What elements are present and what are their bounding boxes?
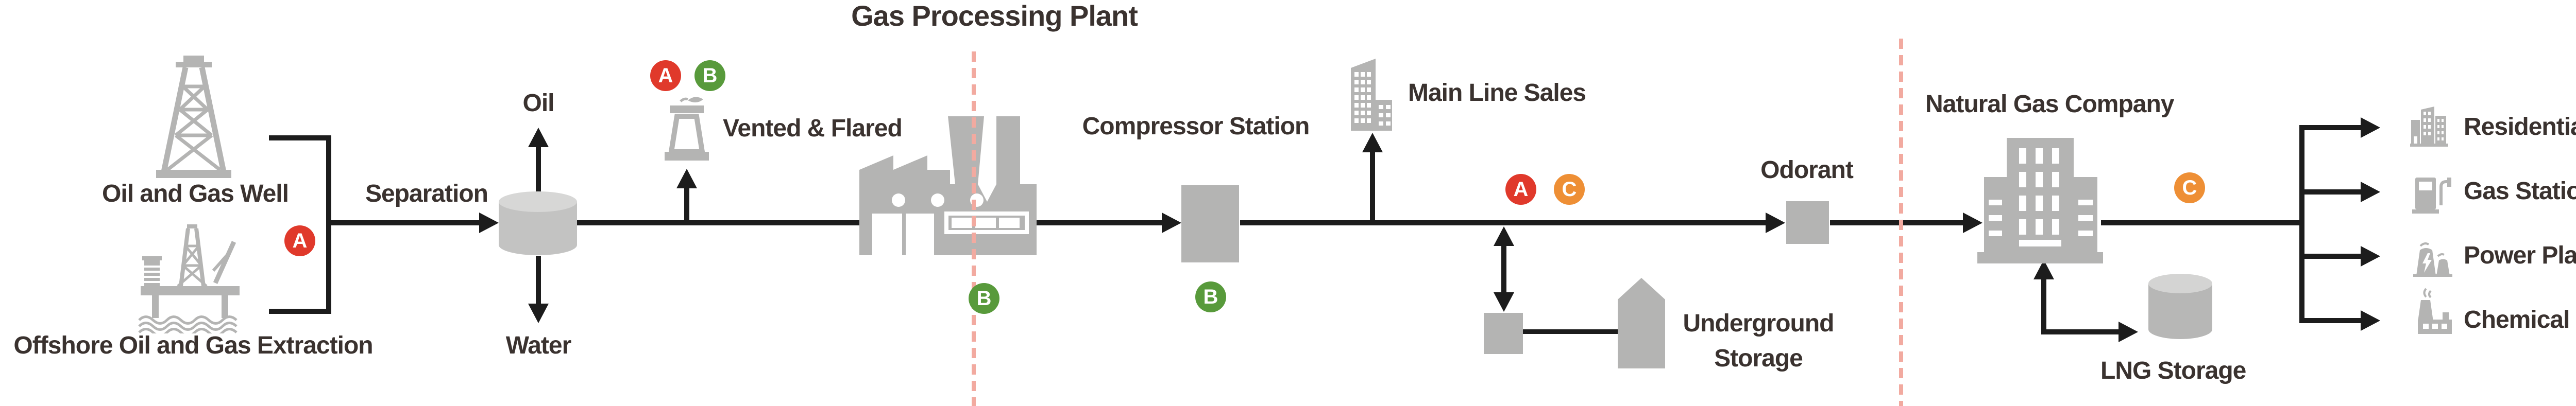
offshore-rig-icon [138,221,249,333]
oil-derrick-icon [156,56,231,178]
branch-line-chemical [2302,318,2361,323]
underground-storage-icon [1618,278,1665,368]
arrowhead-chemical [2361,310,2380,331]
label-underground-line2: Storage [1714,345,1803,372]
label-oil-gas-well: Oil and Gas Well [102,180,289,207]
storage-connector-line [1523,329,1619,334]
lng-tank-icon [2148,273,2212,340]
branch-line-power-plant [2302,254,2361,259]
flow-line-to-company [1830,220,1963,225]
company-boundary-dashed-line [1899,39,1903,406]
label-power-plant: Power Plant [2464,241,2576,269]
label-residential-areas: Residential Areas [2464,113,2576,140]
label-separation: Separation [365,180,488,207]
label-compressor-station: Compressor Station [1082,112,1310,140]
label-lng-storage: LNG Storage [2100,357,2246,384]
flow-line-to-separator [329,220,479,225]
compressor-station-icon [1181,185,1239,262]
branch-vertical [2299,125,2304,323]
oil-arrowhead [528,128,549,147]
water-arrowhead [528,304,549,323]
badge-b-compressor: B [1195,281,1226,312]
badge-a-pipeline: A [1505,174,1536,205]
badge-b-vented: B [694,60,725,91]
main-line-sales-arrowhead [1362,133,1383,152]
label-odorant: Odorant [1760,156,1854,184]
arrowhead-to-company [1963,213,1982,233]
lng-right-arrowhead [2119,322,2138,342]
vent-arrow-line [684,186,689,220]
arrowhead-to-compressor [1162,213,1181,233]
flare-tower-icon [661,94,713,163]
label-gas-station: Gas Station [2464,177,2576,205]
gas-processing-plant-icon [859,116,1037,255]
plant-boundary-dashed-line [972,51,976,406]
odorant-box-icon [1786,201,1829,244]
lng-vertical-line [2041,277,2046,334]
storage-down-arrowhead [1494,292,1514,312]
badge-c-company: C [2174,172,2205,203]
storage-up-arrowhead [1494,226,1514,246]
label-water: Water [505,331,572,359]
badge-a-extraction: A [284,225,315,256]
badge-b-processing-plant: B [969,283,999,314]
label-vented-flared: Vented & Flared [723,114,903,142]
chemical-plant-icon [2414,288,2455,334]
water-arrow-line [536,256,541,305]
arrowhead-residential [2361,117,2380,138]
arrowhead-to-separator [479,213,499,233]
label-underground-line1: Underground [1683,310,1835,337]
main-line-sales-building-icon [1346,59,1395,131]
badge-c-pipeline: C [1554,174,1585,205]
flow-line-to-odorant [1240,220,1766,225]
natural-gas-company-icon [1977,138,2103,263]
bracket-top-arm [269,135,331,140]
label-offshore-extraction: Offshore Oil and Gas Extraction [13,331,373,359]
arrowhead-power-plant [2361,246,2380,267]
label-oil: Oil [522,89,554,117]
branch-line-residential [2302,125,2361,130]
vent-arrowhead [676,169,697,188]
arrowhead-gas-station [2361,182,2380,202]
label-chemical-plant: Chemical Plant [2464,306,2576,333]
power-plant-icon [2412,235,2453,277]
flow-line-to-branch [2101,220,2302,225]
branch-line-gas-station [2302,189,2361,195]
separator-cylinder-icon [499,191,577,256]
oil-arrow-line [536,145,541,193]
label-natural-gas-company: Natural Gas Company [1925,90,2174,118]
main-line-sales-arrow-line [1370,150,1375,220]
label-underground-storage: Underground Storage [1683,306,1835,376]
underground-storage-wellhead-icon [1484,313,1523,354]
label-main-line-sales: Main Line Sales [1408,79,1586,107]
badge-a-vented: A [650,60,681,91]
gas-station-icon [2411,172,2452,215]
bracket-bottom-arm [269,309,331,314]
diagram-title: Gas Processing Plant [851,0,1138,32]
storage-double-arrow-line [1501,244,1506,293]
residential-areas-icon [2410,104,2451,147]
lng-horizontal-line [2041,329,2119,334]
arrowhead-to-odorant [1766,213,1785,233]
